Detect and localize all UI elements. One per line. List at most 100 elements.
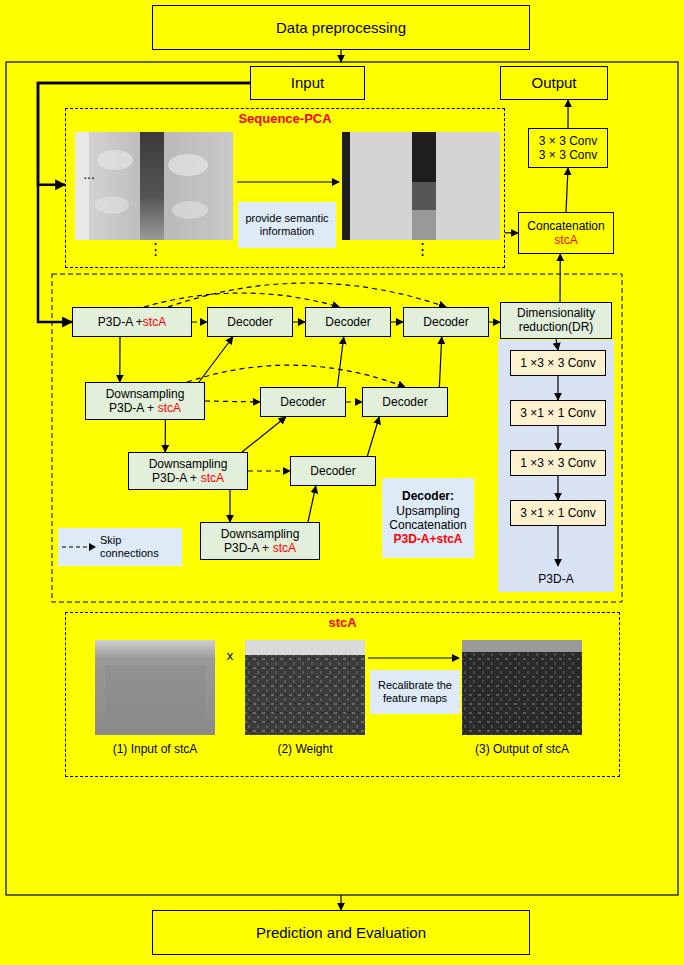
box-label: 3 ×1 × 1 Conv: [520, 506, 595, 520]
flow-arrow: [368, 657, 459, 658]
concat-box: ConcatenationstcA: [518, 212, 614, 254]
conv-box: 1 ×3 × 3 Conv: [510, 350, 606, 376]
flow-arrow: [567, 100, 568, 128]
decoder-box: Decoder: [403, 307, 489, 337]
flow-arrow: [505, 232, 518, 233]
skip-connection: [391, 321, 403, 322]
box-label: 1 ×3 × 3 Conv: [520, 456, 595, 470]
figure-label: (2) Weight: [225, 742, 385, 756]
box-label: stcA: [201, 471, 224, 485]
conv-box: 3 ×1 × 1 Conv: [510, 400, 606, 426]
note-box: Decoder:Upsampling ConcatenationP3D-A+st…: [382, 478, 474, 558]
box-label: Recalibrate the feature maps: [378, 679, 452, 704]
box-label: Downsampling: [221, 527, 300, 541]
box-label: Decoder:: [402, 489, 454, 503]
box-label: Concatenation: [527, 219, 604, 233]
decoder-box: Decoder: [305, 307, 391, 337]
encoder-box: DownsamplingP3D-A + stcA: [128, 452, 248, 490]
box-label: P3D-A +: [98, 315, 143, 329]
flow-arrow: [557, 426, 558, 450]
flow-arrow: [119, 337, 120, 382]
encoder-box: P3D-A +stcA: [72, 307, 192, 337]
sequence-image: [75, 132, 233, 240]
skip-connection: [187, 365, 405, 387]
network-region: [52, 274, 622, 602]
flow-arrow: [566, 168, 568, 212]
decoder-box: Decoder: [290, 456, 376, 486]
conv-box: 3 × 3 Conv3 × 3 Conv: [528, 128, 608, 168]
box-label: Downsampling: [149, 457, 228, 471]
box-label: stcA: [554, 233, 577, 247]
figure-label: ...: [76, 166, 102, 183]
encoder-box: DownsamplingP3D-A + stcA: [200, 522, 320, 560]
flow-arrow: [340, 50, 341, 62]
flow-arrow: [308, 486, 316, 522]
box-label: Upsampling Concatenation: [389, 504, 466, 532]
box-label: P3D-A +: [109, 401, 154, 415]
region-title: P3D-A: [538, 572, 573, 586]
legend-sample: [62, 542, 96, 552]
note-box: provide semantic information: [238, 202, 336, 248]
decoder-box: Decoder: [362, 387, 448, 417]
skip-connection: [144, 293, 339, 307]
feature-map-output: [462, 640, 582, 735]
decoder-box: Decoder: [207, 307, 293, 337]
box-label: Decoder: [423, 315, 468, 329]
box-label: P3D-A +: [224, 541, 269, 555]
note-box: Recalibrate the feature maps: [370, 670, 460, 714]
pca-image: [342, 132, 500, 240]
skip-connection: [293, 321, 305, 322]
process-box: Data preprocessing: [152, 5, 530, 50]
box-label: P3D-A +: [152, 471, 197, 485]
box-label: 3 ×1 × 1 Conv: [520, 406, 595, 420]
feature-map-weight: [245, 640, 365, 735]
figure-label: (1) Input of stcA: [75, 742, 235, 756]
skip-connection: [192, 321, 207, 322]
flow-arrow: [337, 337, 343, 387]
decoder-box: Decoder: [260, 387, 346, 417]
flow-arrow: [340, 895, 341, 910]
flow-arrow: [556, 339, 558, 350]
legend-box: Skip connections: [58, 528, 182, 566]
flow-arrow: [165, 420, 166, 452]
output-box: Output: [500, 66, 608, 100]
flow-arrow: [237, 181, 339, 182]
box-label: 3 × 3 Conv: [539, 134, 597, 148]
feature-map-input: [95, 640, 215, 735]
conv-box: 1 ×3 × 3 Conv: [510, 450, 606, 476]
box-label: Input: [291, 74, 324, 91]
box-label: Dimensionality reduction(DR): [517, 306, 595, 334]
skip-connection: [346, 401, 362, 402]
flow-arrow: [367, 417, 379, 456]
box-label: Output: [531, 74, 576, 91]
flow-arrow: [557, 476, 558, 500]
skip-connection: [205, 401, 260, 402]
box-label: 3 × 3 Conv: [539, 148, 597, 162]
skip-connection: [248, 470, 290, 471]
box-label: Decoder: [382, 395, 427, 409]
figure-label: ⋮: [412, 240, 432, 258]
box-label: stcA: [143, 315, 166, 329]
box-label: Data preprocessing: [276, 19, 406, 36]
figure-label: x: [222, 648, 238, 664]
box-label: provide semantic information: [245, 212, 328, 237]
box-label: Downsampling: [106, 387, 185, 401]
flow-arrow: [38, 83, 250, 322]
flow-arrow: [559, 254, 560, 302]
figure-label: (3) Output of stcA: [442, 742, 602, 756]
flow-arrow: [439, 337, 441, 387]
flow-arrow: [38, 83, 250, 185]
box-label: stcA: [273, 541, 296, 555]
input-box: Input: [250, 66, 365, 100]
flow-arrow: [557, 376, 558, 400]
outer-frame: [6, 62, 678, 895]
region-title: Sequence-PCA: [238, 111, 331, 126]
box-label: Decoder: [310, 464, 355, 478]
box-label: Decoder: [280, 395, 325, 409]
flow-arrow: [199, 337, 233, 382]
flow-arrow: [242, 417, 286, 452]
skip-connection: [168, 283, 446, 307]
panel-fill: [498, 340, 614, 592]
flow-arrow: [229, 490, 230, 522]
encoder-box: DownsamplingP3D-A +stcA: [85, 382, 205, 420]
